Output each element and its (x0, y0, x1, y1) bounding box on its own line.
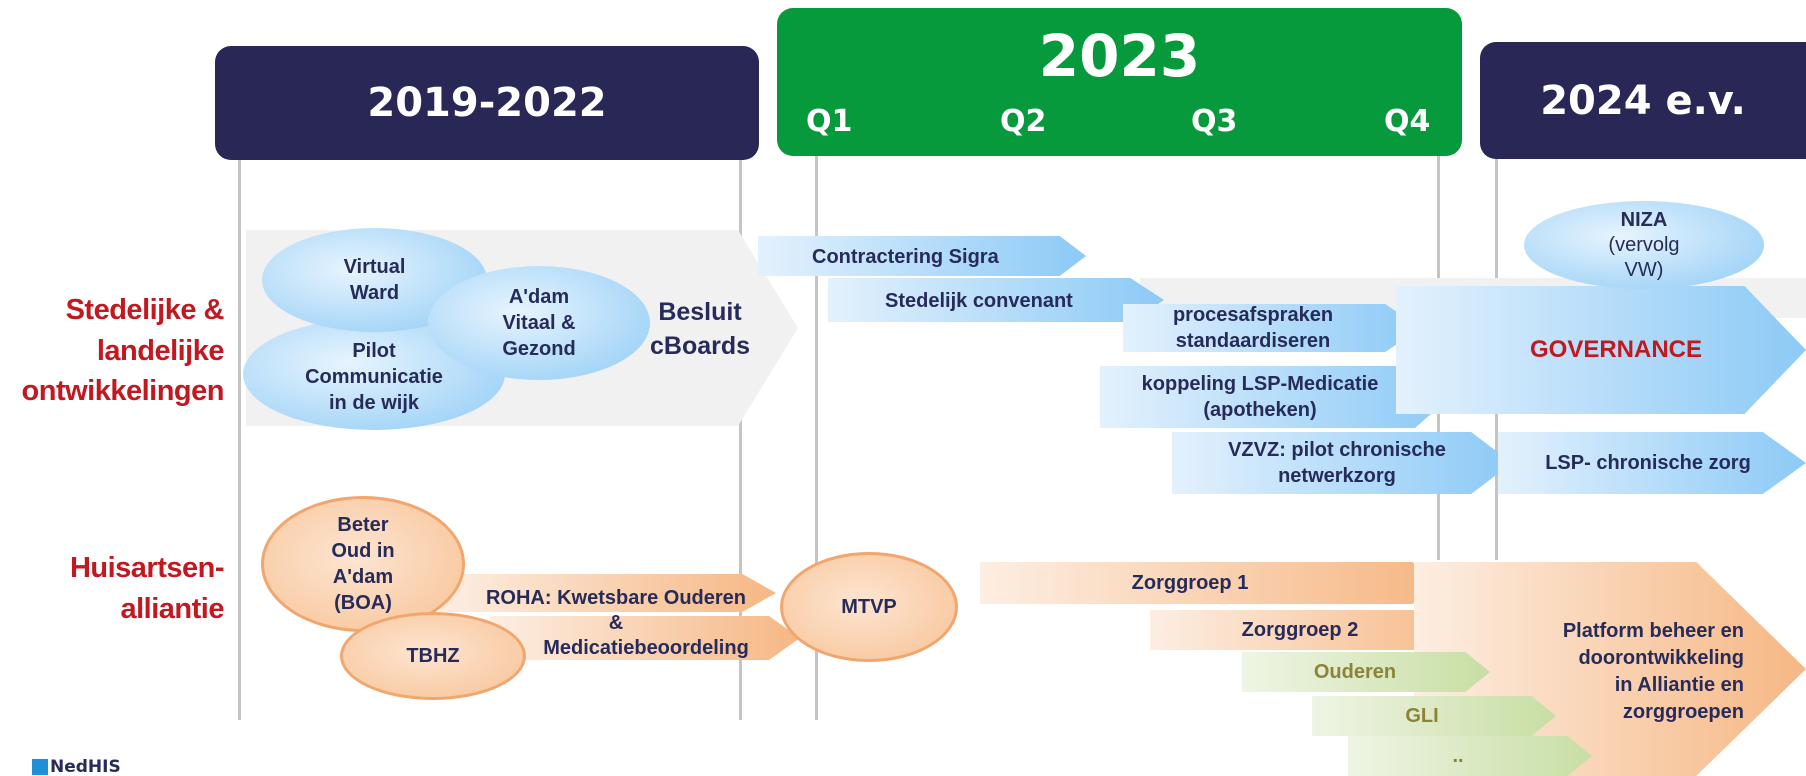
besluit-line: Besluit (658, 298, 742, 326)
oval-text: A'dam (332, 566, 394, 588)
oval-text: Oud in (331, 540, 395, 562)
quarter-q4: Q4 (1384, 104, 1431, 139)
besluit-cboards: Besluit cBoards (650, 296, 750, 364)
arrow-gli (1312, 696, 1556, 736)
besluit-line: cBoards (650, 331, 751, 360)
platform-text: in Alliantie en (1614, 674, 1744, 696)
oval-text: Communicatie (305, 366, 443, 388)
row-label-line: landelijke (96, 334, 225, 367)
arrow-contractering-sigra (758, 236, 1086, 276)
arrow-label: Ouderen (1313, 660, 1397, 683)
arrow-koppeling-lsp (1100, 366, 1450, 428)
period-header-2023: 2023 Q1 Q2 Q3 Q4 (777, 8, 1462, 156)
arrow-roha-1 (440, 574, 776, 612)
arrow-label: LSP- chronische zorg (1545, 452, 1751, 474)
nedhis-logo: NedHIS (32, 757, 121, 776)
row-label-huisartsen: Huisartsen- alliantie (0, 548, 225, 629)
arrow-procesafspraken (1123, 304, 1421, 352)
oval-text: in de wijk (328, 392, 420, 414)
oval-text: (vervolg (1608, 233, 1680, 256)
logo-square-icon (32, 759, 48, 775)
oval-text: VW) (1624, 258, 1664, 281)
arrow-vzvz-pilot (1172, 432, 1512, 494)
arrow-text: koppeling LSP-Medicatie (1141, 373, 1379, 395)
quarter-q2: Q2 (1000, 104, 1047, 139)
oval-adam-vitaal: A'dam Vitaal & Gezond (428, 266, 650, 380)
arrow-text: (apotheken) (1203, 399, 1317, 421)
arrow-text: standaardiseren (1175, 330, 1331, 352)
roha-text: ROHA: Kwetsbare Ouderen (485, 587, 747, 609)
row-label-line: ontwikkelingen (21, 375, 225, 408)
arrow-label: VZVZ: pilot chronische netwerkzorg (1172, 432, 1502, 494)
arrow-label: Zorggroep 1 (1131, 572, 1249, 594)
arrow-ouderen (1242, 652, 1490, 692)
oval-text: Gezond (502, 338, 576, 360)
roha-label: ROHA: Kwetsbare Ouderen & Medicatiebeoor… (448, 586, 784, 661)
arrow-label: GLI (1405, 704, 1439, 727)
period-label: 2024 e.v. (1540, 77, 1746, 124)
arrow-roha-2 (490, 616, 800, 660)
platform-text: Platform beheer en (1562, 620, 1744, 642)
arrow-label: koppeling LSP-Medicatie (apotheken) (1110, 366, 1410, 428)
oval-text: NIZA (1620, 208, 1668, 231)
row-label-line: Stedelijke & (65, 294, 225, 326)
arrow-governance (1396, 286, 1806, 414)
oval-text: (BOA) (334, 592, 392, 614)
oval-mtvp: MTVP (780, 552, 958, 662)
arrow-stedelijk-convenant (828, 278, 1164, 322)
quarter-q1: Q1 (806, 104, 853, 139)
platform-text: doorontwikkeling (1578, 647, 1744, 669)
roha-text: Medicatiebeoordeling (543, 637, 749, 659)
row-label-stedelijke: Stedelijke & landelijke ontwikkelingen (0, 290, 225, 412)
arrow-more (1348, 736, 1592, 776)
arrow-text: netwerkzorg (1278, 465, 1396, 487)
oval-text: Ward (349, 282, 400, 304)
oval-text: Pilot (352, 340, 396, 362)
period-label: 2023 (1038, 22, 1201, 90)
period-header-2024: 2024 e.v. (1480, 42, 1806, 159)
period-header-2019-2022: 2019-2022 (215, 46, 759, 160)
platform-text: zorggroepen (1622, 701, 1744, 723)
period-label: 2019-2022 (367, 80, 607, 126)
arrow-label: Zorggroep 2 (1241, 619, 1359, 641)
oval-text: A'dam (508, 286, 570, 308)
governance-label: GOVERNANCE (1529, 336, 1703, 363)
oval-text: Vitaal & (502, 312, 576, 334)
quarter-q3: Q3 (1191, 104, 1238, 139)
arrow-zorggroep-1 (980, 562, 1440, 604)
oval-text: Virtual (343, 256, 406, 278)
logo-text: NedHIS (50, 757, 121, 776)
arrow-label: .. (1452, 744, 1464, 767)
oval-tbhz: TBHZ (340, 612, 526, 700)
timeline-line (739, 150, 742, 720)
row-label-line: Huisartsen- (69, 552, 225, 584)
arrow-text: VZVZ: pilot chronische (1228, 439, 1446, 461)
timeline-line-q1 (815, 150, 818, 720)
platform-label: Platform beheer en doorontwikkeling in A… (1500, 618, 1744, 726)
row-label-line: alliantie (120, 592, 225, 625)
arrow-text: procesafspraken (1172, 304, 1334, 326)
oval-niza: NIZA (vervolg VW) (1524, 201, 1764, 289)
arrow-label: Stedelijk convenant (885, 290, 1073, 312)
oval-beter-oud: Beter Oud in A'dam (BOA) (261, 496, 465, 632)
arrow-label: Contractering Sigra (812, 246, 999, 268)
roha-text: & (608, 612, 624, 634)
oval-text: Beter (337, 514, 389, 536)
arrow-lsp-chronische (1498, 432, 1806, 494)
arrow-label: procesafspraken standaardiseren (1123, 300, 1383, 356)
timeline-line (238, 150, 241, 720)
